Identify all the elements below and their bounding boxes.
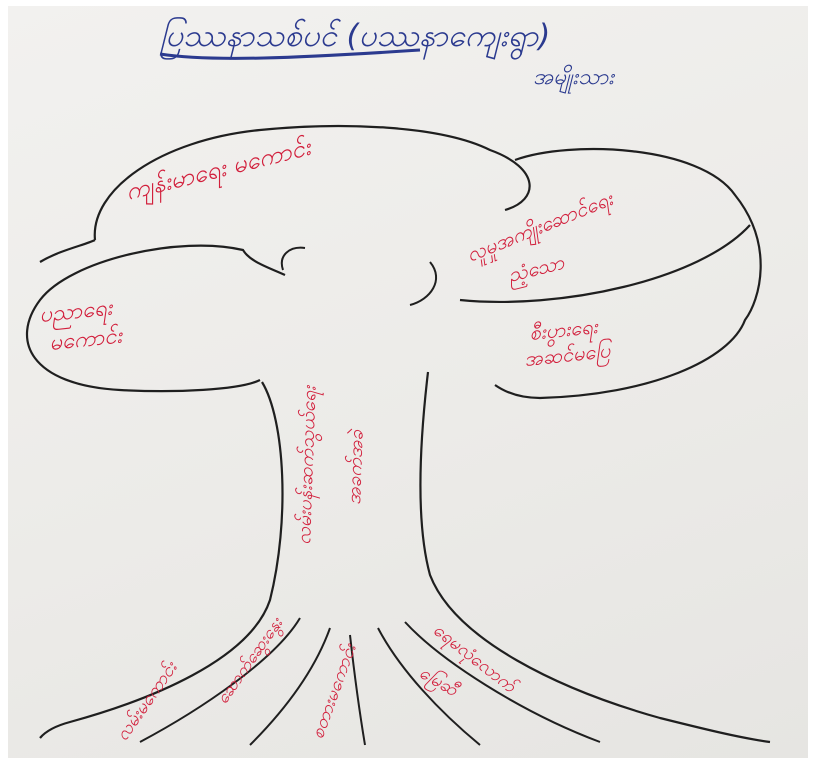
tree-canopy-outline [25, 124, 762, 400]
label-root-1: လမ်းမကောင်း [112, 657, 182, 745]
label-transport-line2: အခက်အခဲ [343, 427, 368, 505]
canopy-left-join [39, 239, 96, 263]
label-root-4-line2: မြေဆီ [414, 661, 464, 704]
label-education-line2: မကောင်း [48, 322, 125, 356]
label-social-line2: ညံ့သော [504, 250, 568, 291]
title-underline [159, 48, 421, 60]
tree-trunk-left [39, 381, 284, 739]
poster-paper [8, 6, 808, 758]
root-line-2 [249, 627, 331, 746]
root-line-1 [139, 617, 301, 743]
root-line-3 [349, 634, 366, 746]
label-transport-line1: လမ်းပန်းဆက်သွယ်ရေး [293, 385, 325, 546]
canopy-inner-curve-right [409, 261, 437, 306]
label-root-2: ဆောက်ဆွေးနွေး [213, 613, 291, 710]
tree-trunk-right [419, 371, 771, 744]
root-line-4 [377, 627, 481, 746]
poster-subtitle: အမျိုးသား [533, 64, 615, 94]
root-line-5 [404, 621, 601, 743]
label-root-3: စတားမကောင်း [307, 640, 361, 742]
label-health: ကျန်းမာရေး မကောင်း [123, 132, 317, 210]
canopy-inner-curve-left [280, 246, 306, 271]
